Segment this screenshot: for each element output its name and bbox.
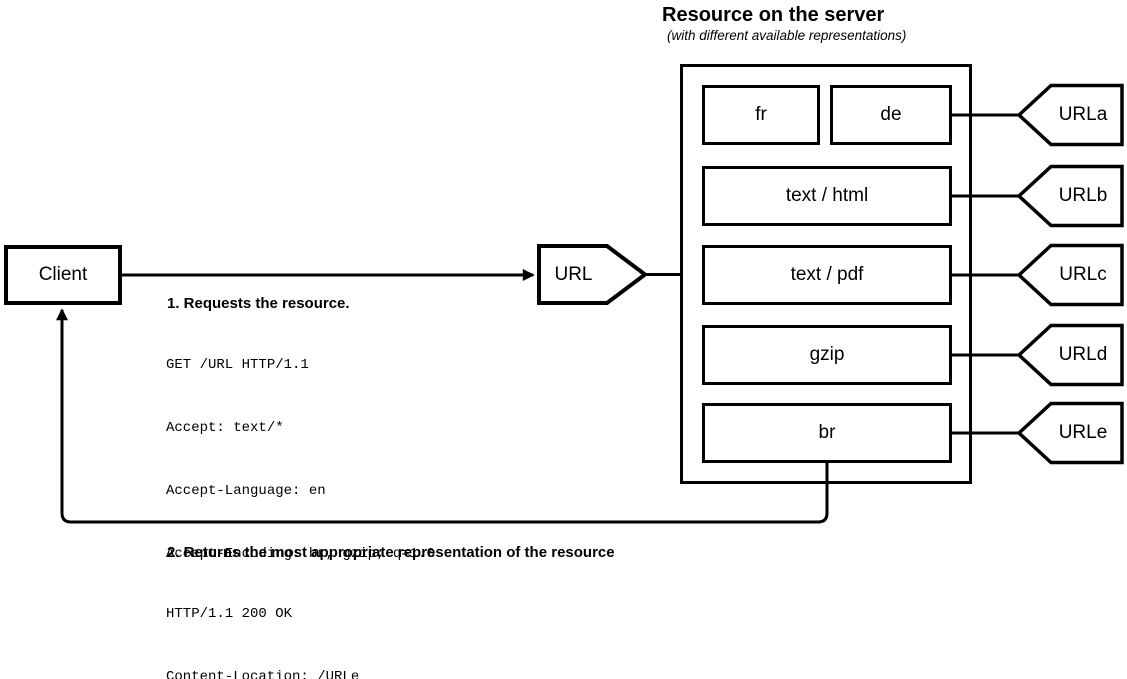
url-label: URL xyxy=(554,263,593,285)
diagram-title: Resource on the server xyxy=(662,4,885,26)
request-line: Accept: text/* xyxy=(166,420,284,436)
server-resource-box xyxy=(680,64,972,484)
urle-pentagon xyxy=(1016,401,1124,465)
urlc-label: URLc xyxy=(1059,264,1107,285)
urld-label: URLd xyxy=(1058,344,1108,365)
request-note: 1. Requests the resource. xyxy=(167,295,350,312)
response-line: HTTP/1.1 200 OK xyxy=(166,606,293,622)
diagram-subtitle: (with different available representation… xyxy=(667,28,907,43)
request-headers: GET /URL HTTP/1.1 Accept: text/* Accept-… xyxy=(166,313,435,607)
request-line: Accept-Encoding: br, gzip; q=1.0 xyxy=(166,546,435,562)
urla-pentagon xyxy=(1016,83,1124,147)
representation-box-text-html: text / html xyxy=(702,166,952,226)
representation-box-gzip: gzip xyxy=(702,325,952,385)
representation-label: text / pdf xyxy=(790,264,864,285)
urle-label: URLe xyxy=(1058,422,1108,443)
representation-box-fr: fr xyxy=(702,85,820,145)
representation-label: fr xyxy=(755,104,767,125)
response-headers: HTTP/1.1 200 OK Content-Location: /URLe … xyxy=(166,562,359,679)
representation-box-text-pdf: text / pdf xyxy=(702,245,952,305)
representation-box-de: de xyxy=(830,85,952,145)
response-heading: 2. Returns the most appropriate represen… xyxy=(167,544,615,561)
request-heading: 1. Requests the resource. xyxy=(167,295,350,312)
request-line: GET /URL HTTP/1.1 xyxy=(166,357,309,373)
url-pentagon xyxy=(537,244,649,305)
client-label: Client xyxy=(38,264,88,285)
representation-label: br xyxy=(818,422,836,443)
urlb-pentagon xyxy=(1016,164,1124,228)
representation-label: text / html xyxy=(785,185,869,206)
representation-box-br: br xyxy=(702,403,952,463)
urlc-pentagon xyxy=(1016,243,1124,307)
urld-pentagon xyxy=(1016,323,1124,387)
response-note: 2. Returns the most appropriate represen… xyxy=(167,544,615,561)
client-box: Client xyxy=(4,245,122,305)
request-line: Accept-Language: en xyxy=(166,483,326,499)
representation-label: de xyxy=(880,104,902,125)
urla-label: URLa xyxy=(1058,104,1108,125)
response-line: Content-Location: /URLe xyxy=(166,669,360,679)
representation-label: gzip xyxy=(809,344,845,365)
response-return-path xyxy=(56,308,829,524)
urlb-label: URLb xyxy=(1058,185,1108,206)
